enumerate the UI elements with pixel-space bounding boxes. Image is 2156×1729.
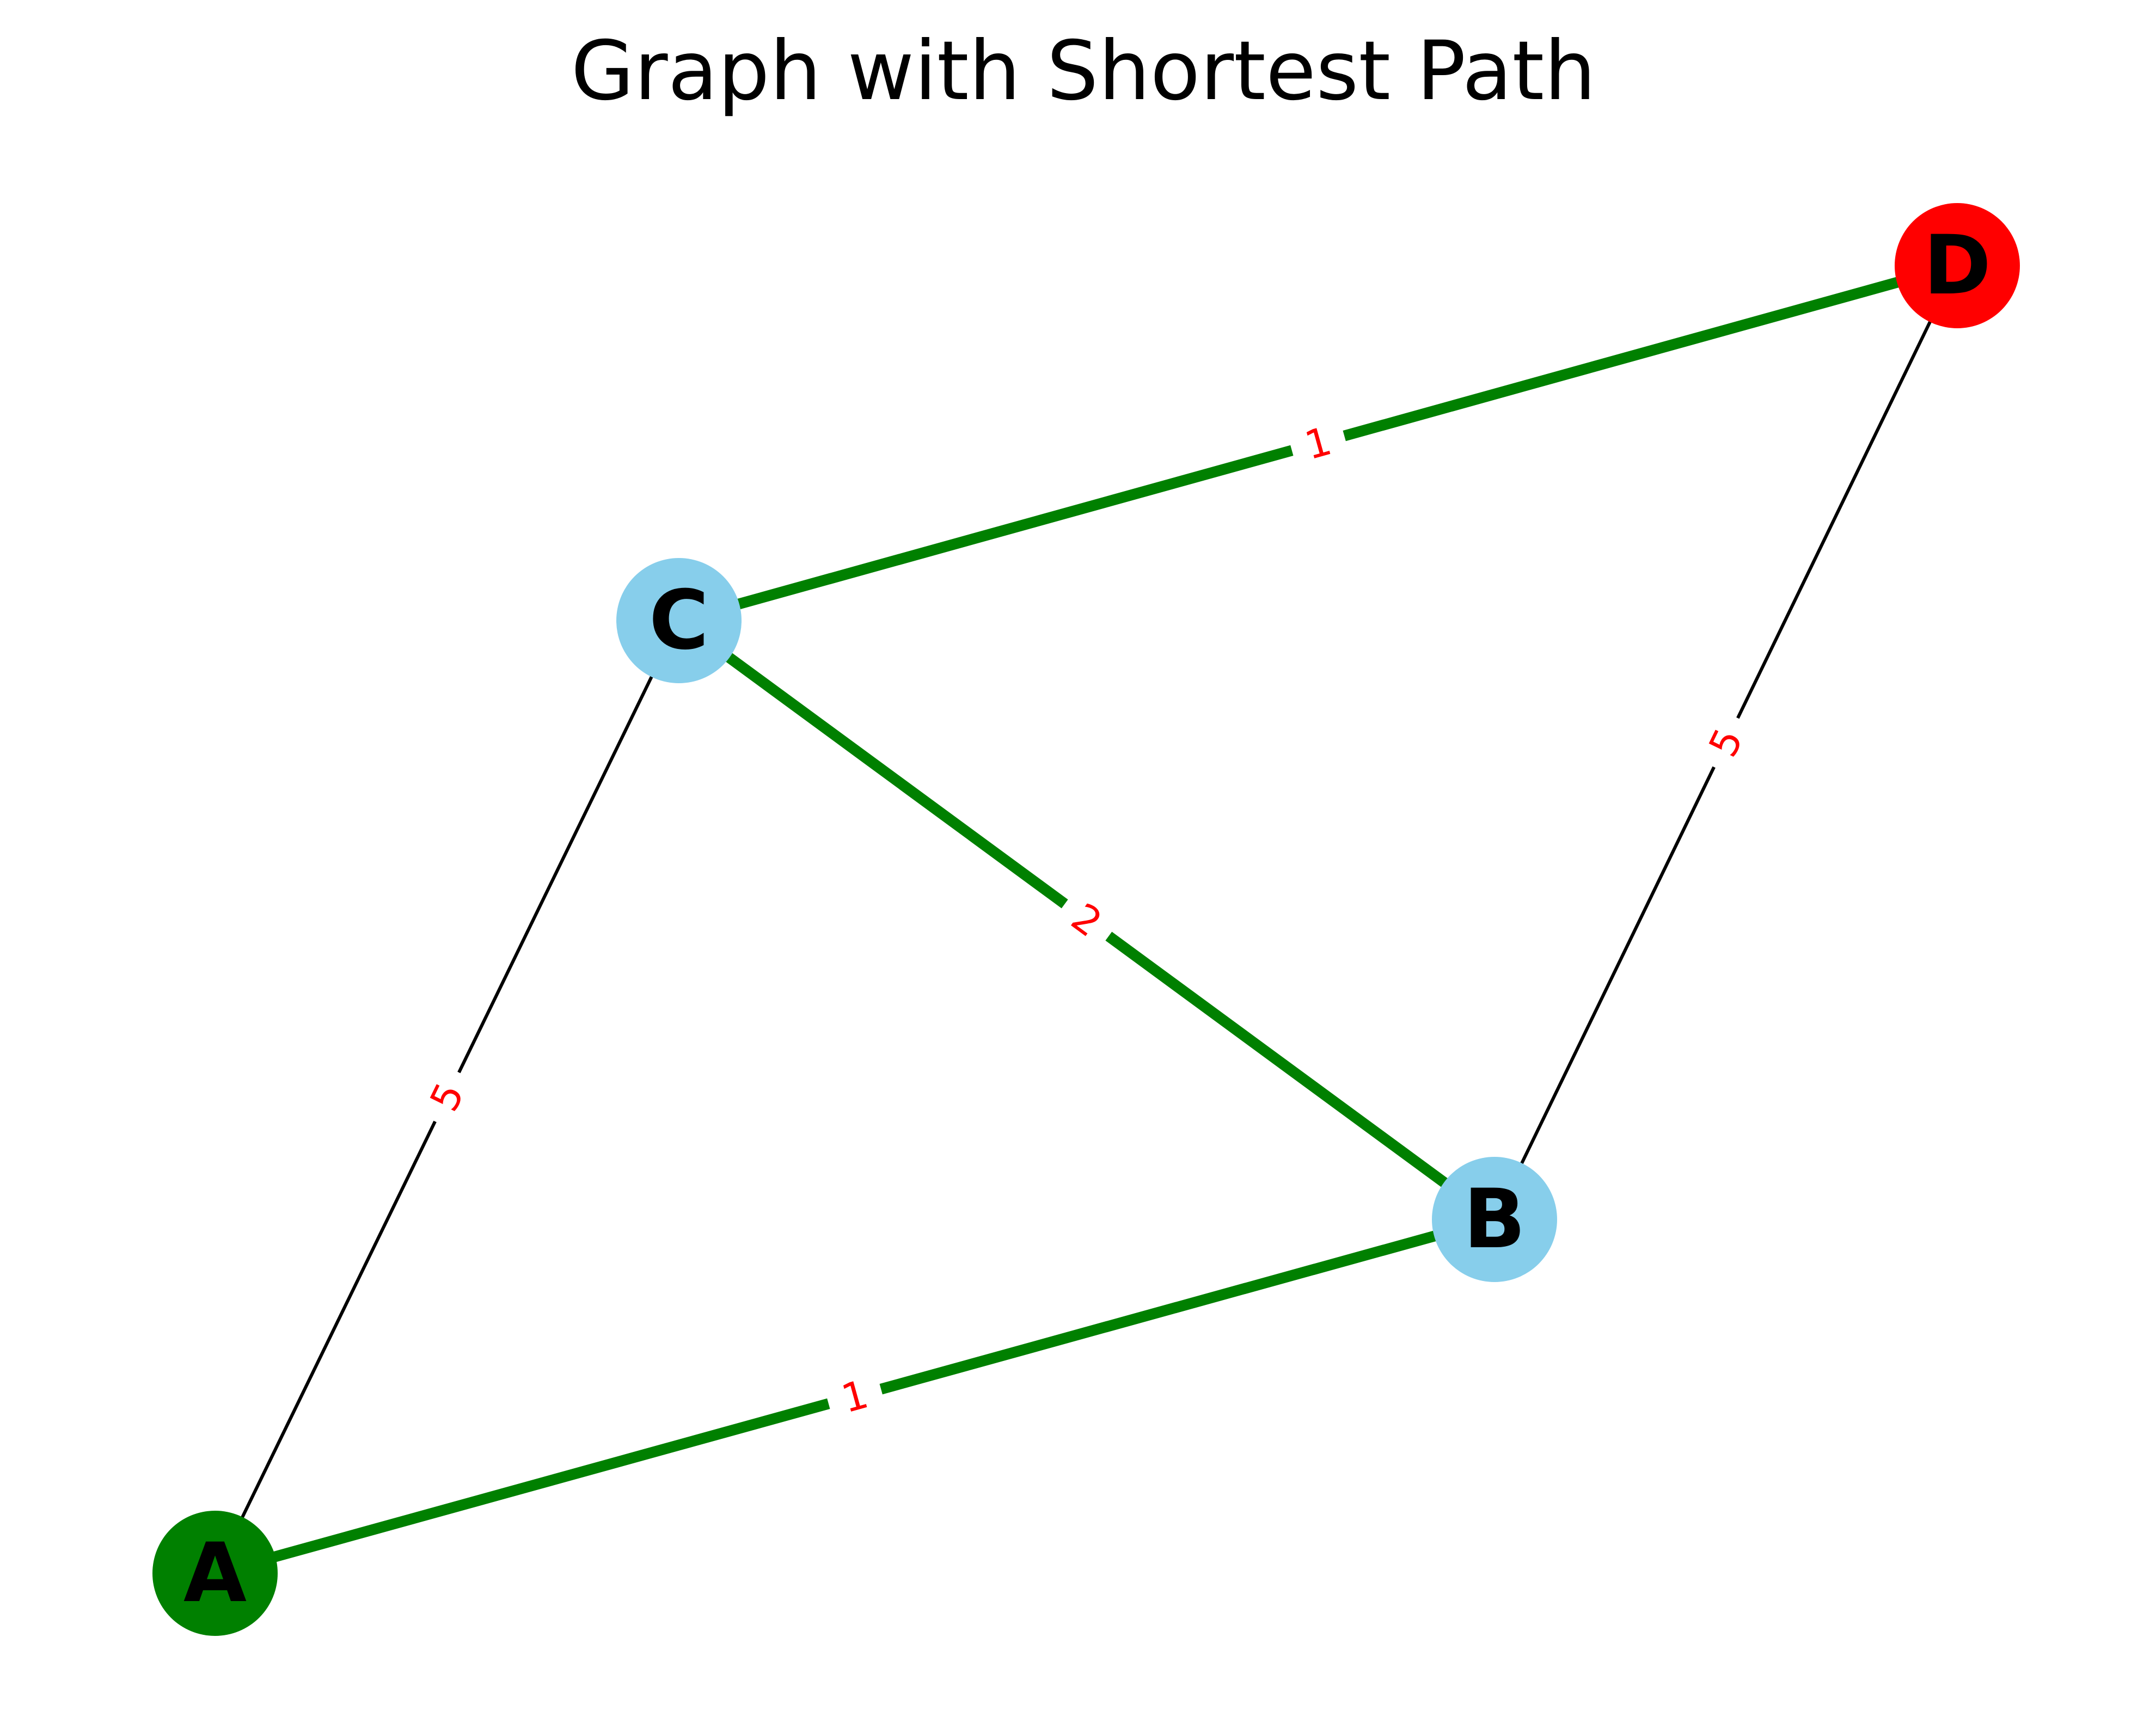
node-circle [1432, 1157, 1557, 1282]
edge-label-background [1049, 882, 1124, 958]
edge-label-A-B: 1 [822, 1364, 888, 1429]
node-circle [616, 558, 742, 683]
graph-title: Graph with Shortest Path [571, 24, 1596, 119]
nodes-layer: A B C D [152, 203, 2020, 1636]
edge-labels-layer: 5 1 2 1 5 [411, 410, 1762, 1429]
edge-label-background [411, 1061, 483, 1133]
edge-label-background [822, 1364, 888, 1429]
edge-label-background [1284, 410, 1352, 476]
edge-label-B-D: 5 [1690, 707, 1762, 778]
node-circle [1895, 203, 2020, 328]
edge-label-C-D: 1 [1284, 410, 1352, 476]
node-A: A [152, 1511, 278, 1636]
node-circle [152, 1511, 278, 1636]
node-C: C [616, 558, 742, 683]
node-label: C [649, 573, 709, 668]
edge-label-background [1690, 707, 1762, 778]
node-D: D [1895, 203, 2020, 328]
node-B: B [1432, 1157, 1557, 1282]
node-label: D [1924, 218, 1992, 313]
edge-label-A-C: 5 [411, 1061, 483, 1133]
node-label: B [1463, 1172, 1526, 1267]
edge-label-C-B: 2 [1049, 882, 1124, 958]
node-label: A [183, 1526, 247, 1621]
